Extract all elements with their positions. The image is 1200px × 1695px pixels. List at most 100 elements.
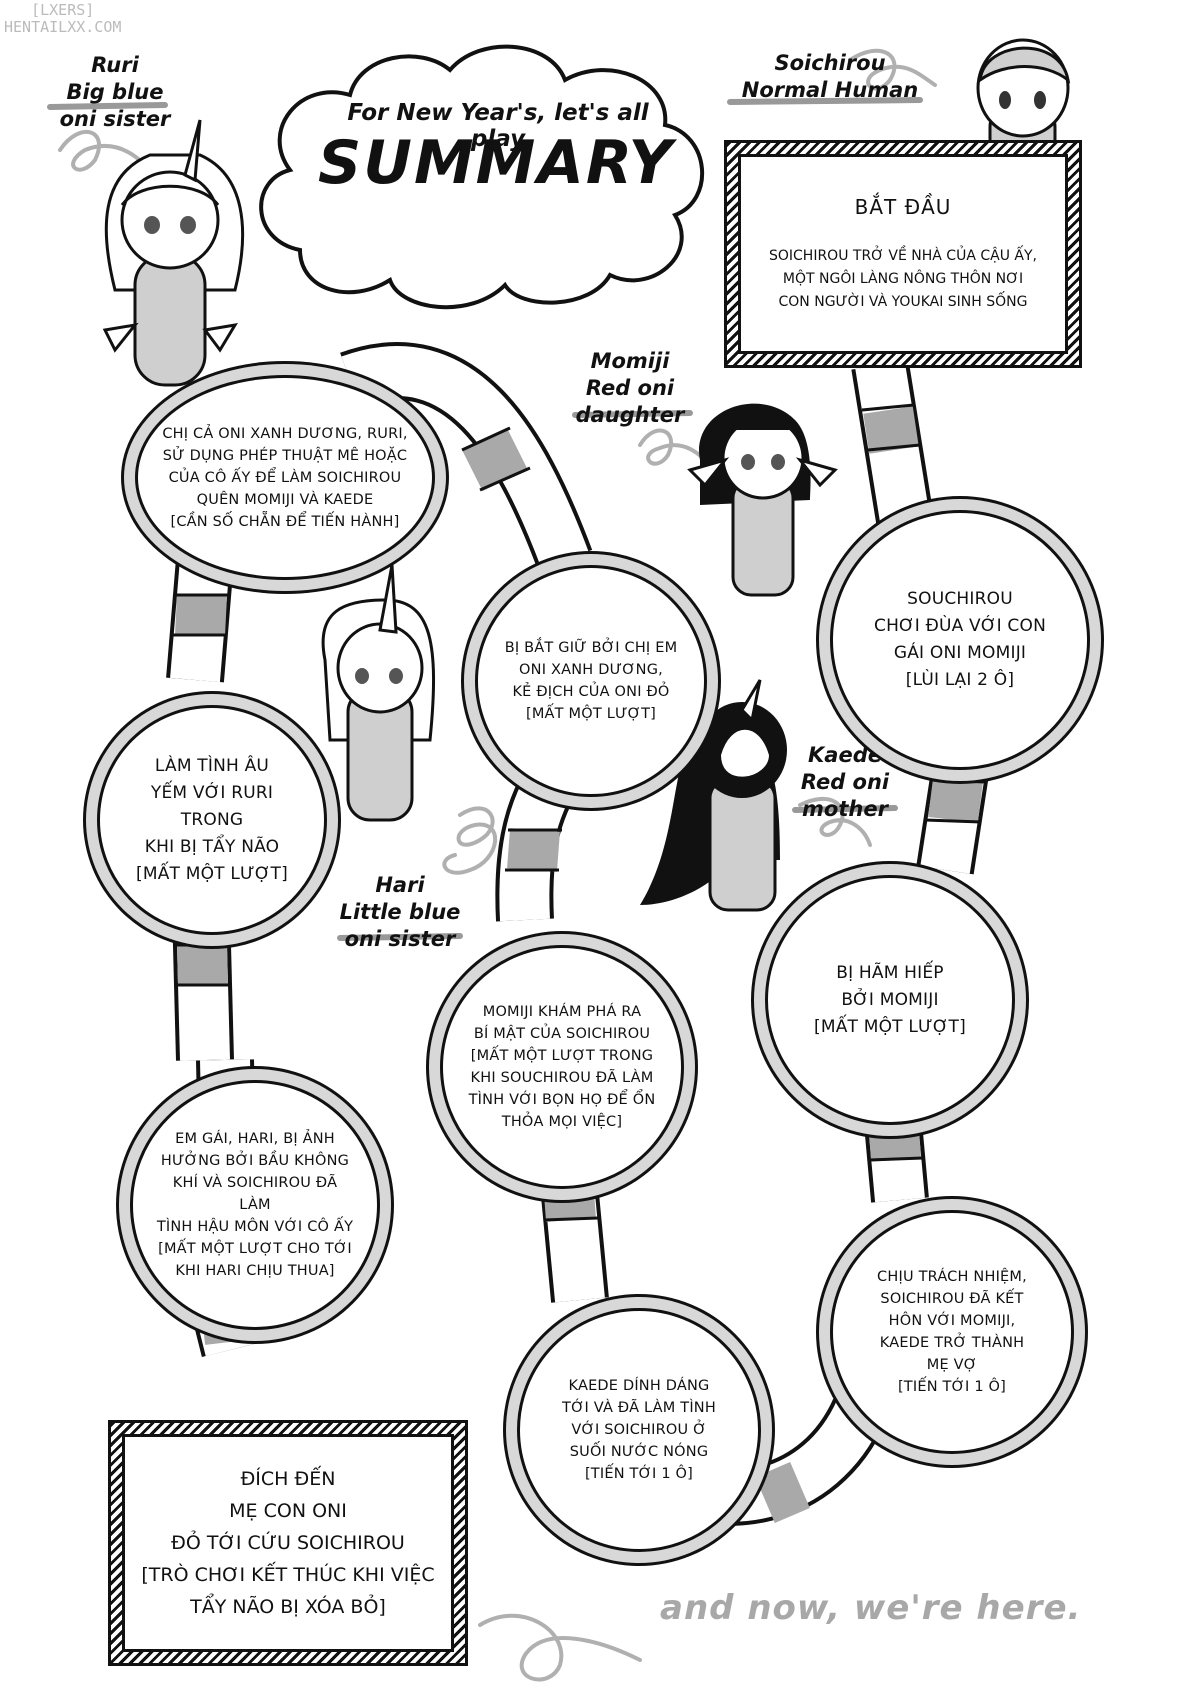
space-7: CHỊ CẢ ONI XANH DƯƠNG, RURI, SỬ DỤNG PHÉ… bbox=[135, 375, 435, 580]
title-cloud bbox=[259, 44, 705, 310]
label-line: mother bbox=[802, 797, 888, 821]
space-line: THỎA MỌI VIỆC] bbox=[501, 1114, 623, 1130]
figure-momiji bbox=[687, 403, 838, 597]
swirl-footer bbox=[478, 1613, 642, 1682]
goal-box-inner: ĐÍCH ĐẾN MẸ CON ONI ĐỎ TỚI CỨU SOICHIROU… bbox=[122, 1434, 454, 1652]
space-line: SỬ DỤNG PHÉP THUẬT MÊ HOẶC bbox=[162, 447, 408, 464]
space-line: KHI HARI CHỊU THUA] bbox=[175, 1263, 335, 1279]
label-hari: Hari Little blue oni sister bbox=[330, 872, 470, 953]
space-line: VỚI SOICHIROU Ở bbox=[571, 1422, 707, 1438]
space-line: MẸ VỢ bbox=[926, 1357, 978, 1373]
label-line: Big blue bbox=[66, 80, 164, 104]
space-line: CHỊU TRÁCH NHIỆM, bbox=[877, 1269, 1027, 1285]
watermark-line: [LXERS] bbox=[31, 1, 95, 19]
space-8-text: LÀM TÌNH ÂU YẾM VỚI RURI TRONG KHI BỊ TẨ… bbox=[122, 753, 302, 888]
space-line: KAEDE DÍNH DÁNG bbox=[568, 1378, 710, 1394]
goal-line: ĐỎ TỚI CỨU SOICHIROU bbox=[171, 1532, 405, 1554]
space-1: SOUCHIROU CHƠI ĐÙA VỚI CON GÁI ONI MOMIJ… bbox=[830, 510, 1090, 770]
figure-ruri bbox=[102, 119, 245, 387]
space-line: SOICHIROU ĐÃ KẾT bbox=[880, 1291, 1024, 1307]
start-line: SOICHIROU TRỞ VỀ NHÀ CỦA CẬU ẤY, bbox=[768, 247, 1037, 264]
space-line: MOMIJI KHÁM PHÁ RA bbox=[482, 1004, 642, 1020]
space-line: [CẦN SỐ CHẴN ĐỂ TIẾN HÀNH] bbox=[170, 513, 400, 530]
goal-line: ĐÍCH ĐẾN bbox=[240, 1468, 336, 1490]
space-line: KẺ ĐỊCH CỦA ONI ĐỎ bbox=[512, 684, 670, 700]
space-line: BỊ HÃM HIẾP bbox=[836, 962, 944, 983]
space-line: [MẤT MỘT LƯỢT TRONG bbox=[470, 1048, 654, 1064]
space-2: BỊ HÃM HIẾP BỞI MOMIJI [MẤT MỘT LƯỢT] bbox=[765, 875, 1015, 1125]
label-line: oni sister bbox=[344, 927, 456, 951]
space-line: CHƠI ĐÙA VỚI CON bbox=[874, 616, 1046, 636]
start-box-inner: BẮT ĐẦU SOICHIROU TRỞ VỀ NHÀ CỦA CẬU ẤY,… bbox=[738, 154, 1068, 354]
start-line: MỘT NGÔI LÀNG NÔNG THÔN NƠI bbox=[782, 270, 1024, 287]
swirl-kaede bbox=[798, 797, 872, 847]
space-line: [MẤT MỘT LƯỢT] bbox=[136, 863, 288, 884]
space-line: SUỐI NƯỚC NÓNG bbox=[569, 1444, 709, 1460]
label-line: Little blue bbox=[339, 900, 461, 924]
start-line: CON NGƯỜI VÀ YOUKAI SINH SỐNG bbox=[778, 293, 1028, 310]
space-line: GÁI ONI MOMIJI bbox=[893, 643, 1027, 663]
space-line: CỦA CÔ ẤY ĐỂ LÀM SOICHIROU bbox=[168, 469, 402, 486]
goal-line: MẸ CON ONI bbox=[229, 1500, 347, 1522]
space-8: LÀM TÌNH ÂU YẾM VỚI RURI TRONG KHI BỊ TẨ… bbox=[97, 705, 327, 935]
goal-line: [TRÒ CHƠI KẾT THÚC KHI VIỆC bbox=[141, 1564, 435, 1586]
label-line: Red oni bbox=[800, 770, 890, 794]
space-line: KHÍ VÀ SOICHIROU ĐÃ LÀM bbox=[172, 1175, 338, 1213]
space-line: TÌNH VỚI BỌN HỌ ĐỂ ỔN bbox=[468, 1092, 656, 1108]
space-4: KAEDE DÍNH DÁNG TỚI VÀ ĐÃ LÀM TÌNH VỚI S… bbox=[517, 1308, 761, 1552]
space-line: BÍ MẬT CỦA SOICHIROU bbox=[473, 1026, 651, 1042]
label-line: Normal Human bbox=[741, 78, 919, 102]
space-line: SOUCHIROU bbox=[907, 589, 1013, 609]
figure-hari bbox=[321, 564, 436, 822]
label-soichirou: Soichirou Normal Human bbox=[720, 50, 940, 104]
space-line: EM GÁI, HARI, BỊ ẢNH bbox=[175, 1131, 335, 1147]
space-line: YẾM VỚI RURI TRONG bbox=[150, 782, 274, 830]
space-line: [MẤT MỘT LƯỢT CHO TỚI bbox=[158, 1241, 352, 1257]
space-line: KAEDE TRỞ THÀNH bbox=[879, 1335, 1025, 1351]
space-line: ONI XANH DƯƠNG, bbox=[519, 662, 663, 678]
goal-box: ĐÍCH ĐẾN MẸ CON ONI ĐỎ TỚI CỨU SOICHIROU… bbox=[108, 1420, 468, 1666]
label-line: Kaede bbox=[808, 743, 882, 767]
space-3: CHỊU TRÁCH NHIỆM, SOICHIROU ĐÃ KẾT HÔN V… bbox=[830, 1210, 1074, 1454]
space-6: BỊ BẮT GIỮ BỞI CHỊ EM ONI XANH DƯƠNG, KẺ… bbox=[475, 565, 707, 797]
space-line: QUÊN MOMIJI VÀ KAEDE bbox=[196, 491, 374, 508]
space-line: HÔN VỚI MOMIJI, bbox=[888, 1313, 1016, 1329]
space-line: CHỊ CẢ ONI XANH DƯƠNG, RURI, bbox=[162, 425, 408, 442]
space-line: [TIẾN TỚI 1 Ô] bbox=[584, 1466, 694, 1482]
space-1-text: SOUCHIROU CHƠI ĐÙA VỚI CON GÁI ONI MOMIJ… bbox=[874, 586, 1046, 694]
swirl-momiji bbox=[638, 428, 707, 466]
space-line: BỞI MOMIJI bbox=[841, 989, 939, 1010]
space-9: EM GÁI, HARI, BỊ ẢNH HƯỞNG BỞI BẦU KHÔNG… bbox=[130, 1080, 380, 1330]
footer-note: and now, we're here. bbox=[660, 1588, 1082, 1628]
label-line: Momiji bbox=[590, 349, 670, 373]
space-line: [MẤT MỘT LƯỢT] bbox=[525, 706, 656, 722]
swirl-ruri bbox=[58, 130, 147, 172]
space-5: MOMIJI KHÁM PHÁ RA BÍ MẬT CỦA SOICHIROU … bbox=[440, 945, 684, 1189]
goal-line: TẨY NÃO BỊ XÓA BỎ] bbox=[190, 1596, 386, 1618]
space-line: [MẤT MỘT LƯỢT] bbox=[814, 1016, 966, 1037]
label-ruri: Ruri Big blue oni sister bbox=[40, 52, 190, 133]
space-line: HƯỞNG BỞI BẦU KHÔNG bbox=[160, 1153, 350, 1169]
start-title: BẮT ĐẦU bbox=[854, 194, 952, 219]
label-line: Red oni bbox=[585, 376, 675, 400]
space-line: [LÙI LẠI 2 Ô] bbox=[905, 670, 1015, 690]
watermark-line: HENTAILXX.COM bbox=[4, 18, 122, 36]
space-line: KHI BỊ TẨY NÃO bbox=[144, 836, 280, 857]
label-kaede: Kaede Red oni mother bbox=[790, 742, 900, 823]
label-line: daughter bbox=[575, 403, 685, 427]
figure-kaede bbox=[640, 679, 787, 912]
label-line: Hari bbox=[375, 873, 425, 897]
watermark: [LXERS] HENTAILXX.COM bbox=[4, 2, 121, 36]
space-line: BỊ BẮT GIỮ BỞI CHỊ EM bbox=[504, 640, 678, 656]
space-line: TÌNH HẬU MÔN VỚI CÔ ẤY bbox=[156, 1219, 354, 1235]
space-line: LÀM TÌNH ÂU bbox=[154, 755, 270, 776]
label-momiji: Momiji Red oni daughter bbox=[565, 348, 695, 429]
page-subtitle: For New Year's, let's all play bbox=[347, 100, 649, 152]
space-line: KHI SOUCHIROU ĐÃ LÀM bbox=[470, 1070, 654, 1086]
space-line: [TIẾN TỚI 1 Ô] bbox=[897, 1379, 1007, 1395]
label-line: Ruri bbox=[91, 53, 139, 77]
space-line: TỚI VÀ ĐÃ LÀM TÌNH bbox=[562, 1400, 716, 1416]
start-box: BẮT ĐẦU SOICHIROU TRỞ VỀ NHÀ CỦA CẬU ẤY,… bbox=[724, 140, 1082, 368]
label-line: oni sister bbox=[59, 107, 171, 131]
